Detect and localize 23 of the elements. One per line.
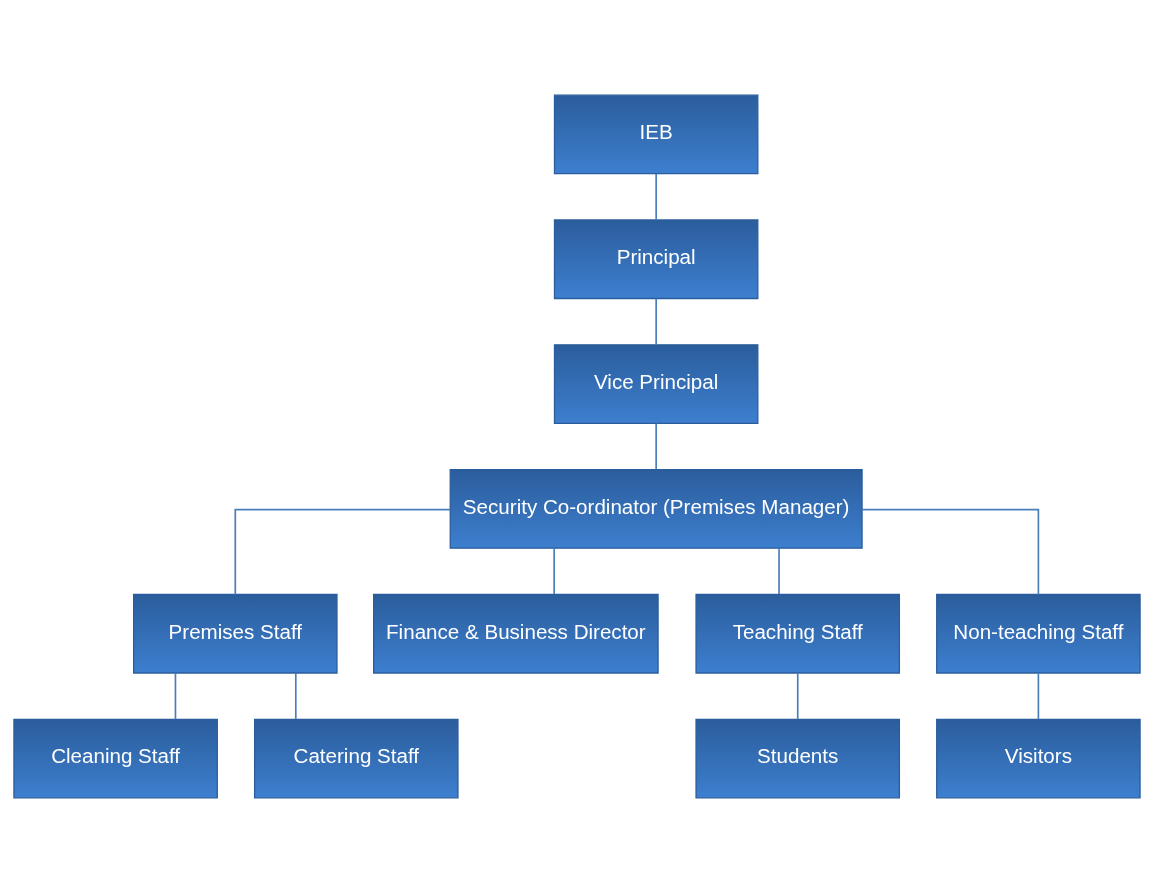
connector (234, 508, 451, 596)
connector (655, 173, 657, 221)
node-box: Security Co-ordinator (Premises Manager) (449, 469, 863, 549)
node-box: Students (695, 718, 901, 799)
node-box: Teaching Staff (695, 593, 901, 674)
connector (861, 508, 1040, 596)
node-box: Vice Principal (553, 344, 759, 424)
connector (294, 672, 297, 720)
node-box: Non-teaching Staff (936, 593, 1141, 674)
connector (1037, 672, 1040, 720)
node-box: Visitors (936, 718, 1141, 799)
node-box: Premises Staff (133, 593, 338, 674)
connector (796, 672, 799, 720)
connector (174, 672, 177, 720)
node-box: IEB (553, 94, 759, 175)
connector (655, 422, 657, 471)
connector (553, 547, 555, 595)
connector (655, 297, 657, 346)
connector (778, 547, 780, 595)
node-box: Finance & Business Director (373, 593, 659, 674)
node-box: Cleaning Staff (13, 718, 218, 799)
node-box: Catering Staff (253, 718, 459, 799)
node-box: Principal (553, 219, 759, 300)
